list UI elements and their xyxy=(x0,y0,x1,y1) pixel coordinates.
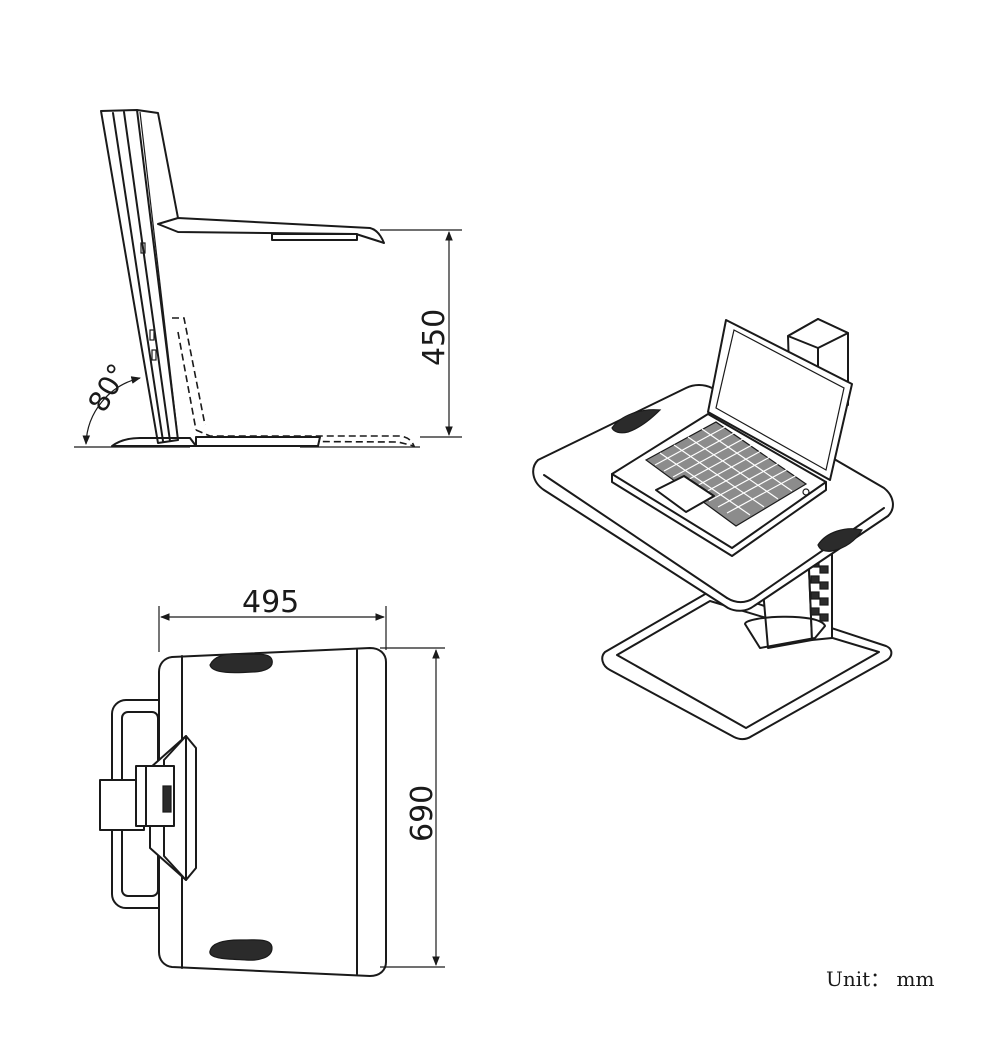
width-label: 495 xyxy=(242,585,299,620)
side-view: 80° 450 xyxy=(74,109,462,448)
top-grip-pad-2 xyxy=(209,939,273,961)
perspective-base-plate xyxy=(601,589,893,741)
top-view: 495 690 xyxy=(99,585,445,977)
width-dimension: 495 xyxy=(158,585,387,652)
angle-indicator: 80° xyxy=(81,358,141,445)
height-dimension: 450 xyxy=(380,229,462,438)
right-grip-pad xyxy=(817,528,863,552)
keyboard-keys xyxy=(654,426,798,516)
angle-label: 80° xyxy=(81,358,134,417)
side-view-upper-tray xyxy=(157,217,385,244)
perspective-view xyxy=(532,318,894,741)
depth-label: 690 xyxy=(405,785,440,842)
side-view-column xyxy=(100,109,179,444)
depth-dimension: 690 xyxy=(380,647,445,968)
height-label: 450 xyxy=(417,309,452,366)
touchpad xyxy=(655,475,715,513)
unit-note: Unit： mm xyxy=(826,967,935,991)
side-view-lowered-tray xyxy=(172,317,416,448)
left-grip-pad xyxy=(611,409,662,434)
top-view-column-mount xyxy=(99,735,197,881)
top-grip-pad-1 xyxy=(209,653,273,674)
laptop-illustration xyxy=(611,319,853,557)
